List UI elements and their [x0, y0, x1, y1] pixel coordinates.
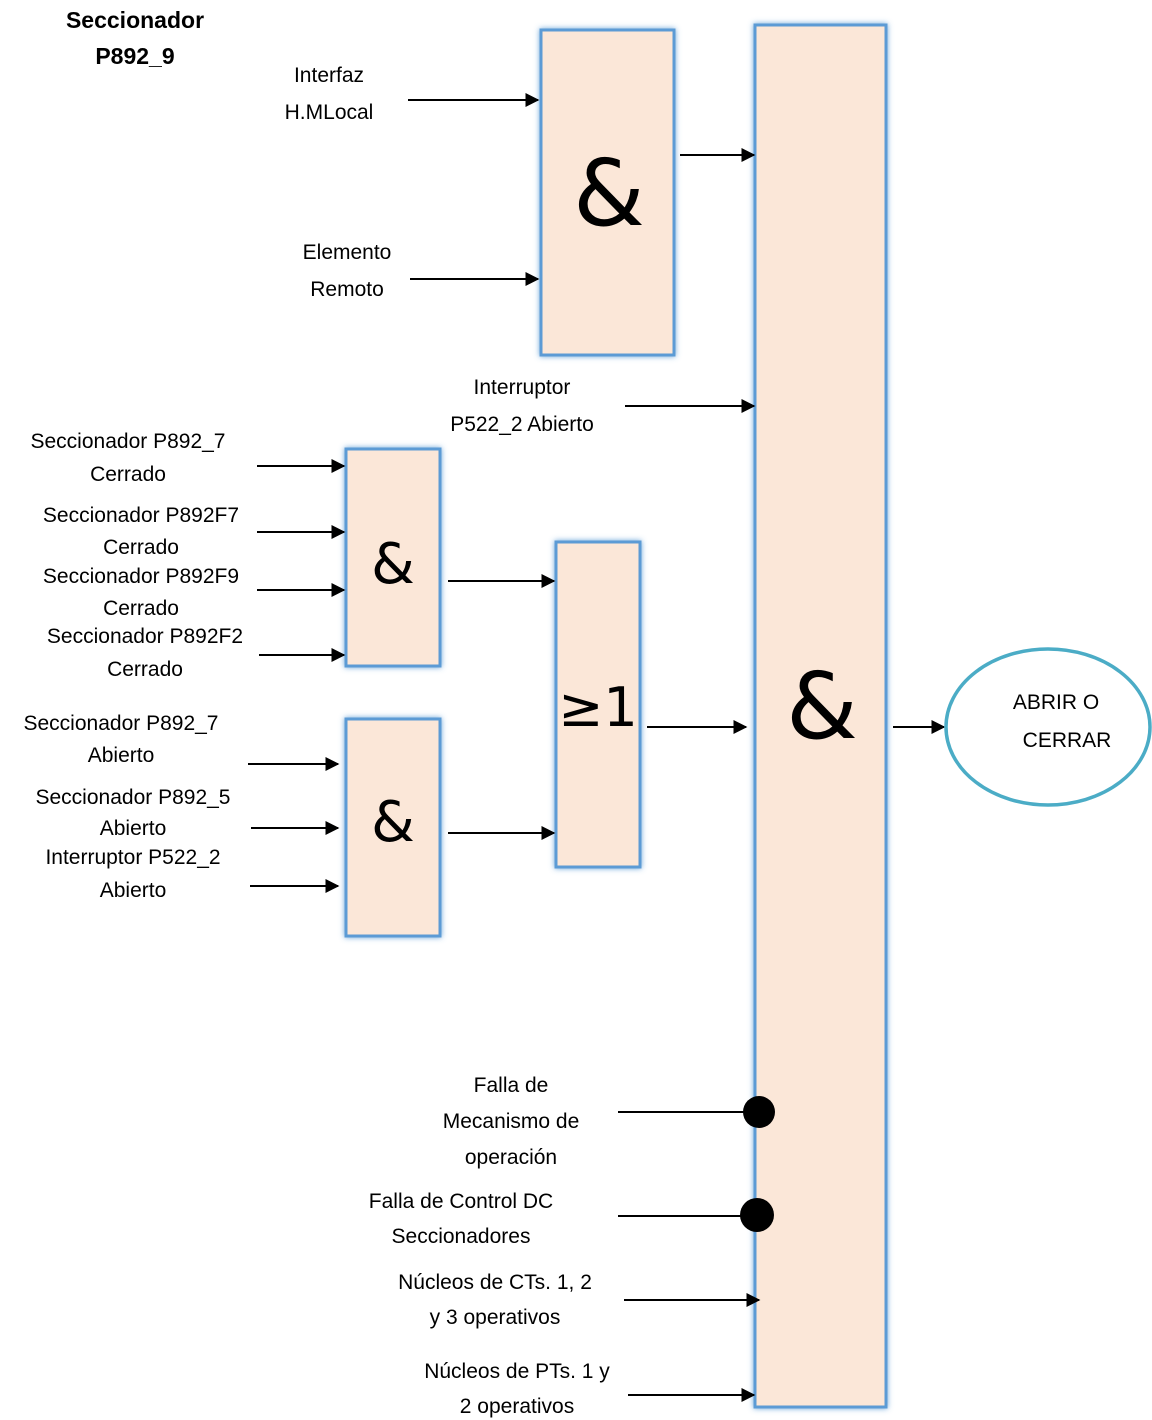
title-line-2: P892_9 [95, 43, 174, 69]
and-gate-middle-1 [344, 447, 442, 668]
label-interfaz: Interfaz H.MLocal [285, 64, 374, 124]
label-secc-p892-7-abierto-line-1: Seccionador P892_7 [24, 712, 219, 735]
label-interfaz-line-1: Interfaz [294, 64, 364, 87]
and-gate-main-symbol: & [786, 653, 858, 760]
label-secc-p892-7-abierto-line-2: Abierto [88, 744, 155, 767]
label-nucleos-pts: Núcleos de PTs. 1 y 2 operativos [424, 1360, 610, 1418]
label-interr-p522-2-abierto: Interruptor P522_2 Abierto [45, 846, 220, 902]
label-nucleos-pts-line-1: Núcleos de PTs. 1 y [424, 1360, 610, 1383]
label-secc-p892f9-cerrado: Seccionador P892F9 Cerrado [43, 565, 239, 620]
label-interr-p522-2-line-1: Interruptor P522_2 [45, 846, 220, 869]
label-secc-p892f7-cerrado: Seccionador P892F7 Cerrado [43, 504, 239, 559]
diagram-title: Seccionador P892_9 [66, 7, 204, 69]
and-gate-top-symbol: & [573, 140, 645, 247]
negation-bubble-falla-mecanismo [743, 1096, 775, 1128]
label-secc-p892-7-cerrado-line-1: Seccionador P892_7 [31, 430, 226, 453]
label-interruptor-p522-2: Interruptor P522_2 Abierto [450, 376, 594, 436]
output-label-line-1: ABRIR O [1013, 691, 1099, 714]
label-interruptor-line-1: Interruptor [474, 376, 571, 399]
output-label-line-2: CERRAR [1023, 729, 1112, 752]
label-nucleos-cts-line-1: Núcleos de CTs. 1, 2 [398, 1271, 592, 1294]
and-gate-main [753, 23, 888, 1409]
label-falla-mecanismo: Falla de Mecanismo de operación [443, 1074, 580, 1169]
output-abrir-o-cerrar [944, 647, 1152, 807]
label-nucleos-cts-line-2: y 3 operativos [430, 1306, 561, 1329]
label-elemento-line-1: Elemento [303, 241, 392, 264]
label-nucleos-pts-line-2: 2 operativos [460, 1395, 574, 1418]
and-gate-middle-2-symbol: & [371, 790, 415, 855]
and-gate-middle-2 [344, 717, 442, 938]
title-line-1: Seccionador [66, 7, 204, 33]
label-falla-mecanismo-line-2: Mecanismo de [443, 1110, 580, 1133]
label-falla-control-dc-line-2: Seccionadores [392, 1225, 531, 1248]
label-falla-control-dc: Falla de Control DC Seccionadores [369, 1190, 553, 1248]
label-secc-p892f2-cerrado: Seccionador P892F2 Cerrado [47, 625, 243, 681]
and-gate-middle-1-symbol: & [371, 532, 415, 597]
label-secc-p892-7-cerrado: Seccionador P892_7 Cerrado [31, 430, 226, 486]
label-elemento-line-2: Remoto [310, 278, 384, 301]
label-interr-p522-2-line-2: Abierto [100, 879, 167, 902]
and-gate-top [539, 28, 676, 357]
label-nucleos-cts: Núcleos de CTs. 1, 2 y 3 operativos [398, 1271, 592, 1329]
label-secc-p892-7-cerrado-line-2: Cerrado [90, 463, 166, 486]
label-secc-p892f7-line-1: Seccionador P892F7 [43, 504, 239, 527]
or-gate-symbol: ≥1 [558, 676, 638, 739]
label-secc-p892f9-line-1: Seccionador P892F9 [43, 565, 239, 588]
label-secc-p892f2-line-2: Cerrado [107, 658, 183, 681]
label-falla-mecanismo-line-1: Falla de [474, 1074, 549, 1097]
label-secc-p892f2-line-1: Seccionador P892F2 [47, 625, 243, 648]
label-secc-p892-5-line-1: Seccionador P892_5 [36, 786, 231, 809]
negation-bubble-falla-control-dc [740, 1198, 774, 1232]
or-gate [554, 540, 642, 869]
label-interruptor-line-2: P522_2 Abierto [450, 413, 594, 436]
label-elemento-remoto: Elemento Remoto [303, 241, 392, 301]
label-falla-mecanismo-line-3: operación [465, 1146, 557, 1169]
label-secc-p892f7-line-2: Cerrado [103, 536, 179, 559]
label-interfaz-line-2: H.MLocal [285, 101, 374, 124]
label-falla-control-dc-line-1: Falla de Control DC [369, 1190, 553, 1213]
label-secc-p892f9-line-2: Cerrado [103, 597, 179, 620]
label-secc-p892-7-abierto: Seccionador P892_7 Abierto [24, 712, 219, 767]
label-secc-p892-5-line-2: Abierto [100, 817, 167, 840]
label-secc-p892-5-abierto: Seccionador P892_5 Abierto [36, 786, 231, 840]
